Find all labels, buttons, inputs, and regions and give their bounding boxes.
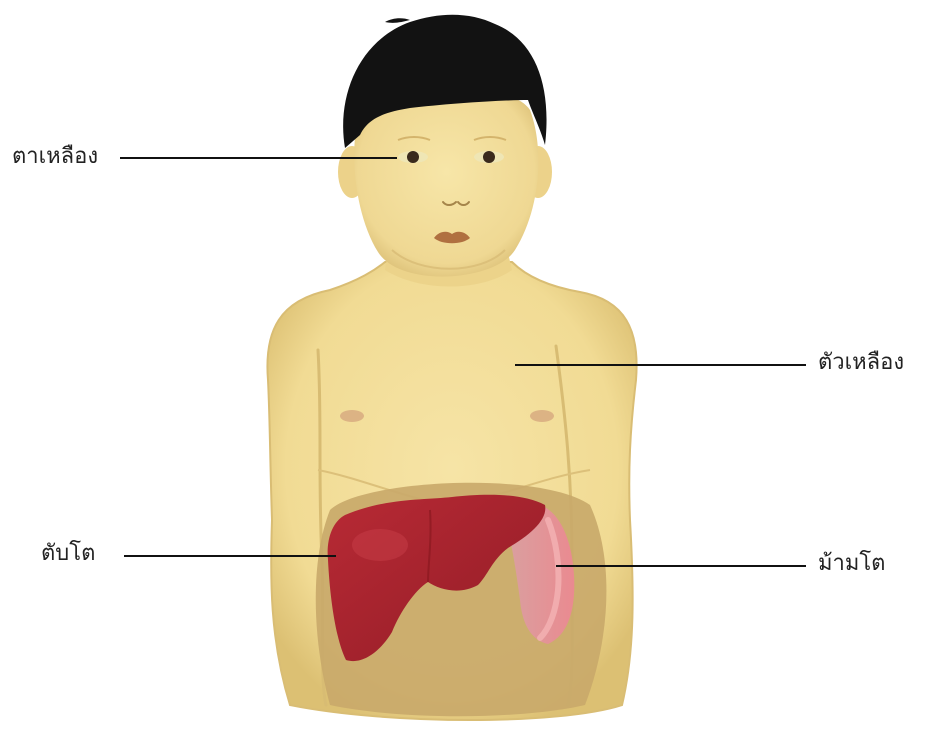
- enlarged-liver-label: ตับโต: [41, 543, 95, 565]
- left-nipple: [340, 410, 364, 422]
- right-eye-iris: [483, 151, 495, 163]
- enlarged-spleen-label: ม้ามโต: [818, 553, 885, 575]
- liver-highlight: [352, 529, 408, 561]
- left-eye-iris: [407, 151, 419, 163]
- hair-tuft: [385, 18, 410, 23]
- right-nipple: [530, 410, 554, 422]
- yellow-eyes-label: ตาเหลือง: [12, 146, 98, 168]
- head: [354, 87, 538, 277]
- yellow-body-label: ตัวเหลือง: [818, 352, 904, 374]
